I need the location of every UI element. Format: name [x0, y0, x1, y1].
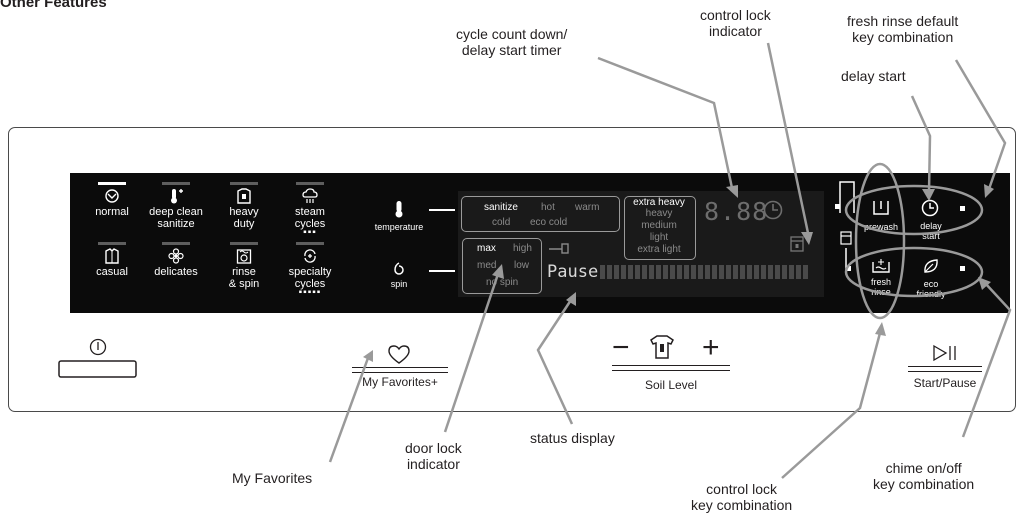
temp-sanitize: sanitize — [484, 202, 518, 213]
delay-clock-icon — [763, 200, 783, 220]
cycle-casual[interactable]: casual — [72, 242, 152, 278]
delay-start-button[interactable]: delay start — [920, 221, 942, 241]
soil-options — [624, 196, 696, 260]
delay-start-icon — [921, 199, 939, 217]
status-display-matrix — [600, 265, 808, 279]
cycle-indicator — [296, 242, 324, 245]
callout-control-lock-key: control lock key combination — [691, 481, 793, 513]
oval-prewash-fresh-combo — [854, 162, 906, 320]
spin-max: max — [477, 243, 496, 254]
temp-hot: hot — [541, 202, 555, 213]
soil-level-rule — [612, 365, 730, 371]
steam-cloud-icon — [302, 188, 318, 203]
cycle-indicator — [162, 182, 190, 185]
spin-icon — [394, 262, 404, 275]
temperature-options — [461, 196, 620, 232]
spin-no-spin: no spin — [486, 277, 519, 288]
cycle-heavy-duty[interactable]: heavy duty — [204, 182, 284, 230]
soil-light: light — [649, 232, 669, 243]
soil-plus-button[interactable]: + — [702, 331, 720, 364]
cycle-indicator — [296, 182, 324, 185]
cycle-indicator — [230, 182, 258, 185]
temp-warm: warm — [575, 202, 600, 213]
soil-level-label: Soil Level — [644, 378, 698, 392]
my-favorites-rule — [352, 367, 448, 373]
spin-leader — [429, 270, 455, 272]
callout-fresh-rinse-default: fresh rinse default key combination — [847, 13, 959, 45]
temp-eco-cold: eco cold — [530, 217, 568, 228]
spin-high: high — [513, 243, 532, 254]
start-pause-icon — [933, 344, 956, 362]
callout-chime: chime on/off key combination — [873, 460, 975, 492]
spin-med: med — [477, 260, 497, 271]
callout-my-favorites: My Favorites — [232, 470, 313, 486]
page-heading: Other Features — [0, 0, 107, 11]
heavy-duty-shirt-icon — [237, 188, 251, 204]
spin-options — [462, 238, 542, 294]
eco-leaf-icon — [924, 259, 938, 273]
cycle-deep-clean-sanitize[interactable]: deep clean sanitize — [136, 182, 216, 230]
callout-delay-start: delay start — [841, 68, 906, 84]
temp-cold: cold — [492, 217, 511, 228]
normal-icon — [105, 189, 119, 203]
oval-fresh-eco-combo — [844, 246, 984, 298]
cycle-steam-cycles[interactable]: steam cycles ▪▪▪ — [270, 182, 350, 238]
oval-delay-start-combo — [844, 184, 984, 236]
cycle-indicator — [98, 242, 126, 245]
spin-button[interactable]: spin — [390, 279, 408, 289]
cycle-delicates[interactable]: delicates — [136, 242, 216, 278]
thermometer-icon — [395, 201, 403, 218]
soil-extra-heavy: extra heavy — [633, 197, 685, 208]
cycle-indicator — [98, 182, 126, 185]
soil-extra-light: extra light — [637, 244, 681, 255]
power-button[interactable] — [58, 338, 138, 380]
my-favorites-button[interactable]: My Favorites+ — [362, 375, 438, 389]
temperature-leader — [429, 209, 455, 211]
callout-control-lock-indicator: control lock indicator — [700, 7, 771, 39]
callout-timer: cycle count down/ delay start timer — [456, 26, 568, 58]
heart-icon — [388, 345, 410, 364]
fresh-rinse-icon — [872, 259, 890, 273]
door-lock-icon — [549, 243, 569, 254]
soil-minus-button[interactable]: − — [612, 331, 630, 364]
prewash-button[interactable]: prewash — [863, 222, 899, 232]
cycle-rinse-spin[interactable]: rinse & spin — [204, 242, 284, 290]
cycle-indicator — [162, 242, 190, 245]
cycle-specialty-cycles[interactable]: specialty cycles ▪▪▪▪▪ — [270, 242, 350, 298]
lcd-screen — [458, 191, 824, 297]
cycle-normal[interactable]: normal — [72, 182, 152, 218]
casual-shirt-icon — [105, 248, 119, 264]
temperature-button[interactable]: temperature — [374, 222, 424, 232]
prewash-icon — [873, 201, 889, 215]
eco-friendly-button[interactable]: eco friendly — [916, 279, 946, 299]
control-lock-icon — [790, 236, 804, 252]
start-pause-rule — [908, 366, 982, 372]
callout-door-lock: door lock indicator — [405, 440, 462, 472]
soil-medium: medium — [641, 220, 677, 231]
specialty-cycles-icon — [304, 249, 316, 263]
callout-status-display: status display — [530, 430, 615, 446]
soil-shirt-icon — [650, 335, 674, 359]
thermometer-plus-icon — [171, 189, 183, 204]
status-display-text: Pause — [547, 262, 599, 282]
soil-heavy: heavy — [645, 208, 673, 219]
timer-display: 8.88 — [704, 197, 769, 226]
start-pause-button[interactable]: Start/Pause — [913, 376, 977, 390]
cycle-indicator — [230, 242, 258, 245]
flower-icon — [168, 248, 184, 264]
rinse-spin-icon — [236, 249, 252, 264]
spin-low: low — [514, 260, 530, 271]
